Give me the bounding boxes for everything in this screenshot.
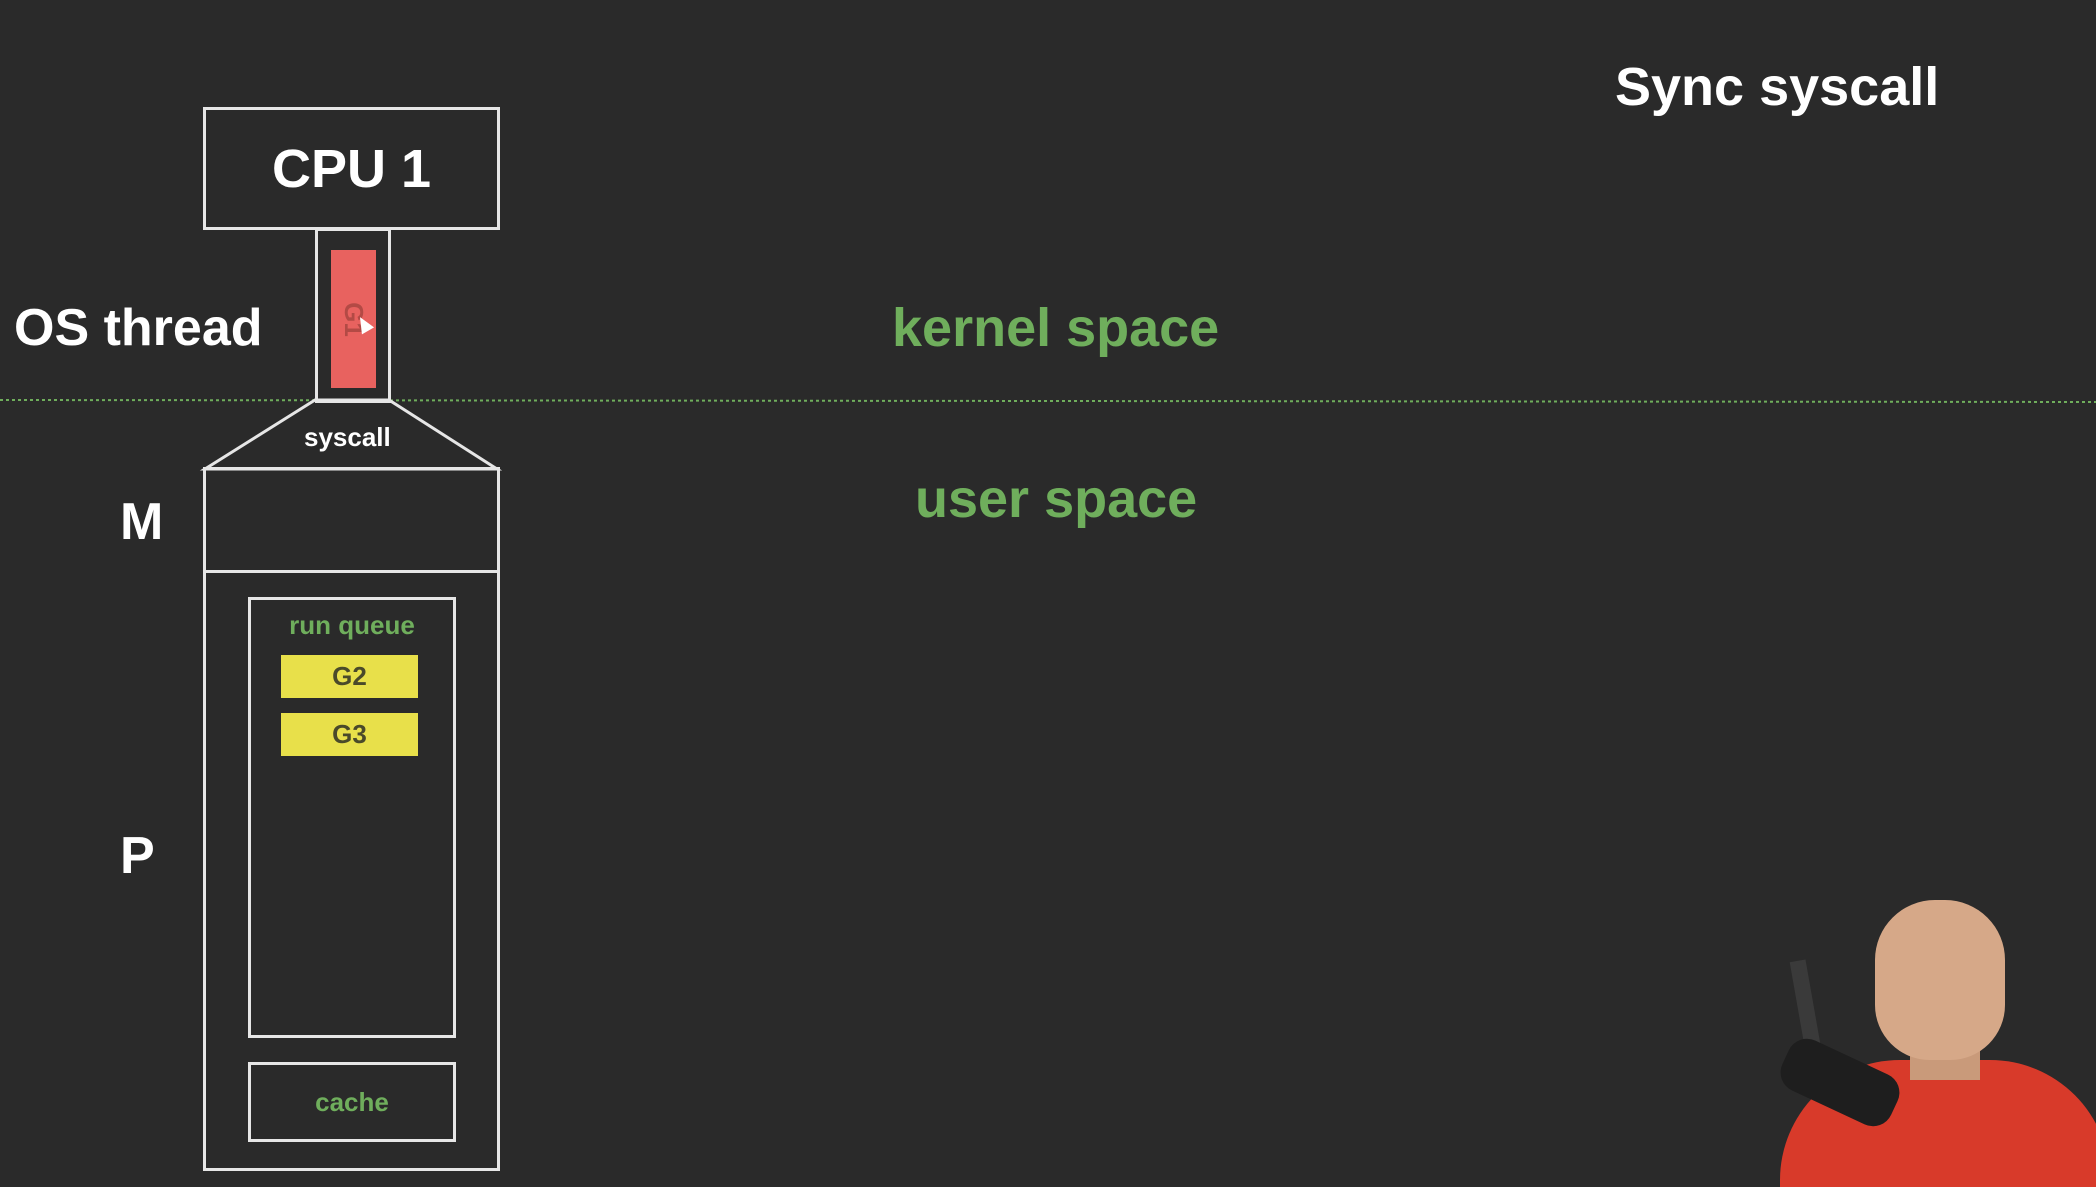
goroutine-g1: G1 <box>331 250 376 388</box>
p-label: P <box>120 827 155 885</box>
presenter-webcam <box>1740 880 2096 1187</box>
os-thread-label: OS thread <box>14 299 263 357</box>
user-space-label: user space <box>915 469 1198 529</box>
presenter-head <box>1875 900 2005 1060</box>
cpu-label: CPU 1 <box>271 138 432 199</box>
m-box <box>203 467 500 573</box>
goroutine-g3-label: G3 <box>332 719 367 749</box>
cpu-box: CPU 1 <box>203 107 500 230</box>
p-box <box>203 570 500 1171</box>
goroutine-g3: G3 <box>281 713 418 756</box>
diagram-title: Sync syscall <box>1615 57 1940 117</box>
cache-box: cache <box>248 1062 456 1142</box>
kernel-space-label: kernel space <box>892 298 1220 358</box>
os-thread-column <box>315 228 391 403</box>
m-label: M <box>120 493 164 551</box>
run-queue-label: run queue <box>289 610 415 640</box>
goroutine-g2-label: G2 <box>332 661 367 691</box>
cache-label: cache <box>315 1086 389 1117</box>
goroutine-g2: G2 <box>281 655 418 698</box>
run-queue-box <box>248 597 456 1038</box>
syscall-label: syscall <box>304 422 391 452</box>
